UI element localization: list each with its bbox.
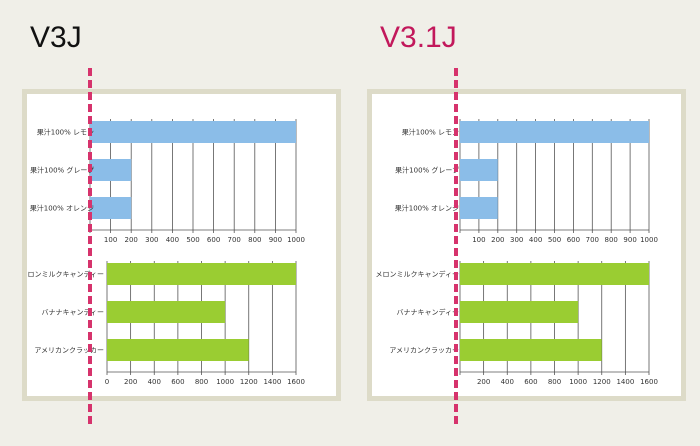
v3j-juice-bar (90, 121, 296, 143)
v3j-juice-tick-label: 400 (166, 236, 179, 244)
v31j-juice-tick-label: 300 (510, 236, 523, 244)
v31j-juice-tick-label: 200 (491, 236, 504, 244)
v31j-candy-bar (460, 301, 579, 323)
v31j-candy-bar (460, 263, 649, 285)
v3j-juice-tick-label: 600 (207, 236, 220, 244)
v31j-candy-category-label: アメリカンクラッカー (389, 347, 459, 355)
v3j-juice-bar (90, 159, 132, 181)
v31j-juice-tick-label: 700 (586, 236, 599, 244)
v3j-candy-tick-label: 1200 (240, 378, 258, 386)
v3j-juice-category-label: 果汁100% オレンジ (30, 204, 94, 213)
v31j-juice-bar (460, 197, 498, 219)
v31j-juice-tick-label: 900 (623, 236, 636, 244)
v31j-candy-tick-label: 1400 (616, 378, 634, 386)
v31j-juice-category-label: 果汁100% オレンジ (395, 204, 459, 213)
v3j-candy-tick-label: 1000 (216, 378, 234, 386)
v3j-juice-tick-label: 300 (145, 236, 158, 244)
v31j-candy-bar (460, 339, 602, 361)
v3j-candy-category-label: アメリカンクラッカー (34, 347, 104, 355)
v3j-juice-category-label: 果汁100% レモン (37, 128, 94, 137)
v31j-juice-tick-label: 400 (529, 236, 542, 244)
v3j-juice-tick-label: 700 (228, 236, 241, 244)
v31j-juice-category-label: 果汁100% レモン (402, 128, 459, 137)
v3j-juice-tick-label: 100 (104, 236, 117, 244)
v3j-candy-tick-label: 0 (105, 378, 109, 386)
version-label-v31j: V3.1J (380, 21, 457, 54)
v31j-candy-tick-label: 800 (548, 378, 561, 386)
chart-panel-v3j: 果汁100% レモン果汁100% グレープ果汁100% オレンジ 100 200 30… (22, 89, 341, 401)
v31j-candy-tick-label: 1000 (569, 378, 587, 386)
v3j-juice-category-label: 果汁100% グレープ (30, 166, 94, 175)
v3j-candy-bar (107, 263, 296, 285)
v3j-candy-category-label: メロンミルクキャンディー (27, 270, 104, 279)
v31j-candy-category-label: メロンミルクキャンディー (375, 270, 459, 279)
v3j-candy-tick-label: 1400 (263, 378, 281, 386)
v31j-candy-tick-label: 600 (524, 378, 537, 386)
v31j-candy-tick-label: 1200 (593, 378, 611, 386)
v31j-juice-tick-label: 500 (548, 236, 561, 244)
v31j-juice-bar (460, 121, 649, 143)
v31j-juice-tick-label: 600 (567, 236, 580, 244)
v31j-juice-tick-label: 800 (605, 236, 618, 244)
v3j-juice-tick-label: 900 (269, 236, 282, 244)
v3j-juice-bar (90, 197, 132, 219)
v3j-candy-bar (107, 301, 226, 323)
v3j-candy-tick-label: 200 (124, 378, 137, 386)
v31j-candy-tick-label: 1600 (640, 378, 658, 386)
v3j-juice-tick-label: 1000 (287, 236, 305, 244)
v31j-candy-tick-label: 200 (477, 378, 490, 386)
v3j-juice-tick-label: 500 (186, 236, 199, 244)
v3j-juice-tick-label: 800 (248, 236, 261, 244)
version-label-v3j: V3J (30, 21, 82, 54)
v3j-candy-tick-label: 400 (148, 378, 161, 386)
v3j-candy-category-label: バナナキャンディー (41, 308, 104, 317)
baseline-marker-v31j (454, 68, 458, 424)
v31j-candy-tick-label: 400 (501, 378, 514, 386)
v3j-candy-bar (107, 339, 249, 361)
v3j-candy-tick-label: 800 (195, 378, 208, 386)
v31j-juice-tick-label: 1000 (640, 236, 658, 244)
v31j-juice-bar (460, 159, 498, 181)
baseline-marker-v3j (88, 68, 92, 424)
v3j-candy-tick-label: 1600 (287, 378, 305, 386)
chart-panel-v31j: 果汁100% レモン果汁100% グレープ果汁100% オレンジ 100 200 30… (367, 89, 686, 401)
v3j-candy-tick-label: 600 (171, 378, 184, 386)
v31j-juice-tick-label: 100 (472, 236, 485, 244)
v3j-juice-tick-label: 200 (125, 236, 138, 244)
v31j-candy-category-label: バナナキャンディー (396, 308, 459, 317)
v31j-juice-category-label: 果汁100% グレープ (395, 166, 459, 175)
